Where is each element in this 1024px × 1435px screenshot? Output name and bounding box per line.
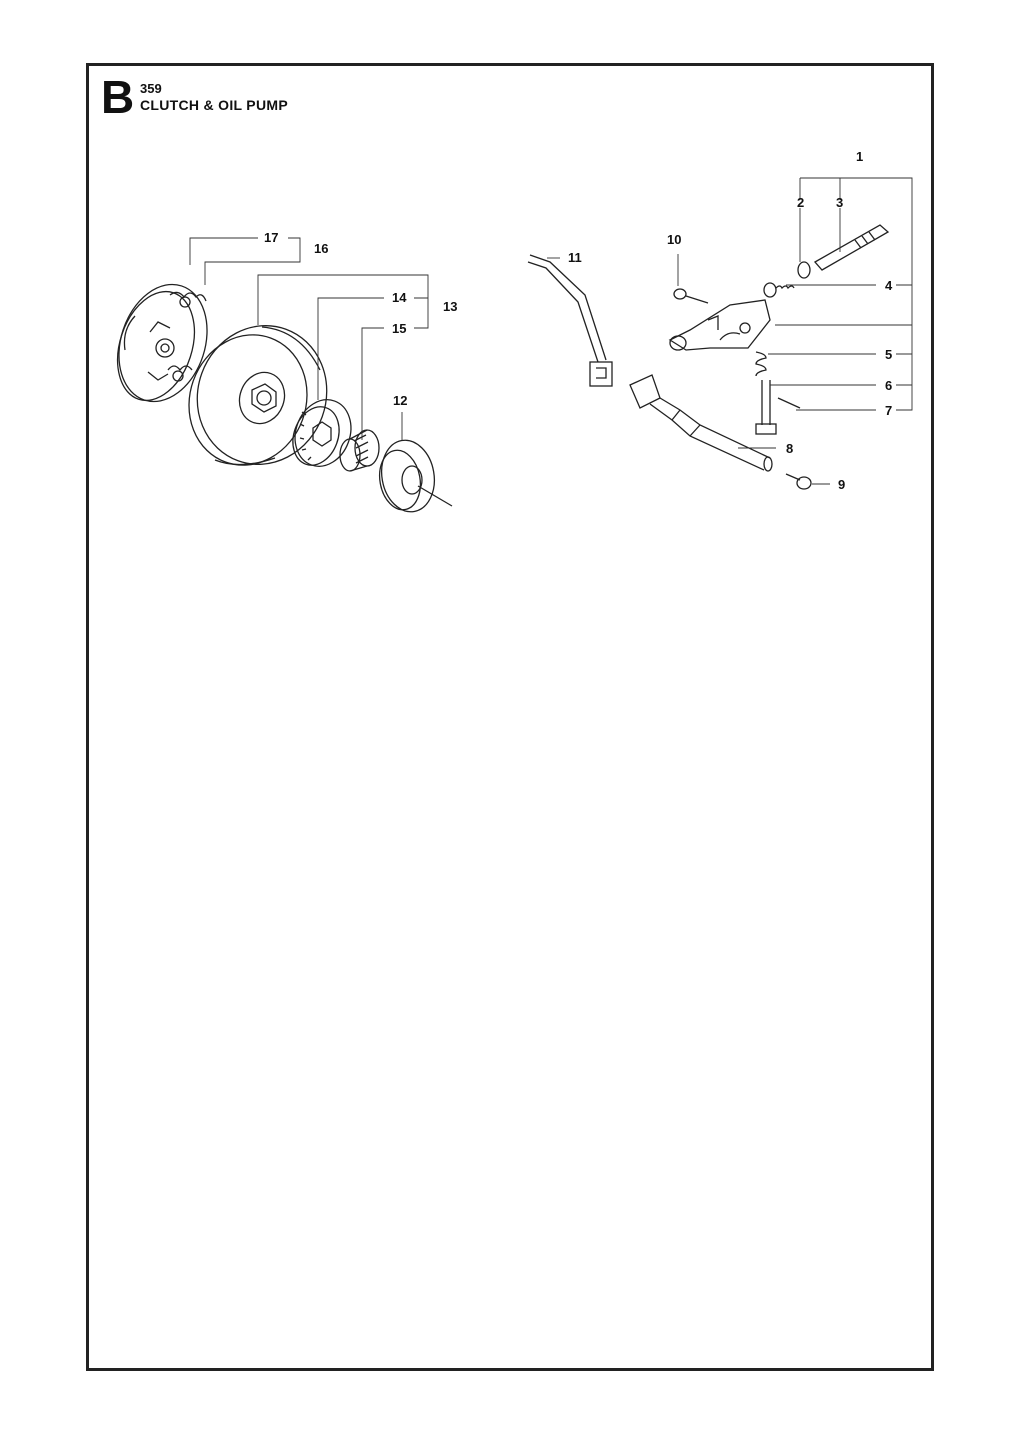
callout-10: 10 xyxy=(667,232,681,247)
oil-pump-housing-1 xyxy=(668,299,771,351)
callout-13: 13 xyxy=(443,299,457,314)
callout-5: 5 xyxy=(885,347,892,362)
callout-9: 9 xyxy=(838,477,845,492)
leader-2-3 xyxy=(799,178,841,200)
model-number: 359 xyxy=(140,81,162,96)
callout-14: 14 xyxy=(392,290,407,305)
callout-12: 12 xyxy=(393,393,407,408)
needle-bearing xyxy=(339,429,380,472)
callout-4: 4 xyxy=(885,278,893,293)
clutch-shoe-assembly xyxy=(116,283,208,403)
callout-11: 11 xyxy=(568,250,582,265)
pin-7 xyxy=(777,397,801,409)
callout-17: 17 xyxy=(264,230,278,245)
callout-7: 7 xyxy=(885,403,892,418)
oil-pump-piston-8 xyxy=(629,374,773,472)
leader-16-17 xyxy=(189,237,301,285)
section-title: CLUTCH & OIL PUMP xyxy=(140,97,288,113)
callout-15: 15 xyxy=(392,321,406,336)
callout-2: 2 xyxy=(797,195,804,210)
section-letter: B xyxy=(101,71,135,123)
spring-4 xyxy=(763,282,795,298)
callout-6: 6 xyxy=(885,378,892,393)
leader-1 xyxy=(858,177,913,411)
clutch-drum xyxy=(188,325,328,466)
spur-sprocket-washer xyxy=(378,439,453,513)
leader-13 xyxy=(257,274,429,329)
callout-1: 1 xyxy=(856,149,863,164)
screw-9 xyxy=(785,473,812,490)
page-frame xyxy=(86,63,934,1371)
washer-2 xyxy=(797,261,811,279)
spring-5 xyxy=(755,351,767,377)
callout-3: 3 xyxy=(836,195,843,210)
oil-hose-11 xyxy=(527,254,613,387)
pin-6 xyxy=(755,380,777,435)
callout-16: 16 xyxy=(314,241,328,256)
callout-8: 8 xyxy=(786,441,793,456)
rim-sprocket xyxy=(292,399,352,467)
leader-14 xyxy=(317,297,428,400)
worm-gear-shaft-3 xyxy=(813,224,890,271)
leader-15 xyxy=(361,327,384,440)
adjust-screw-10 xyxy=(673,288,709,304)
